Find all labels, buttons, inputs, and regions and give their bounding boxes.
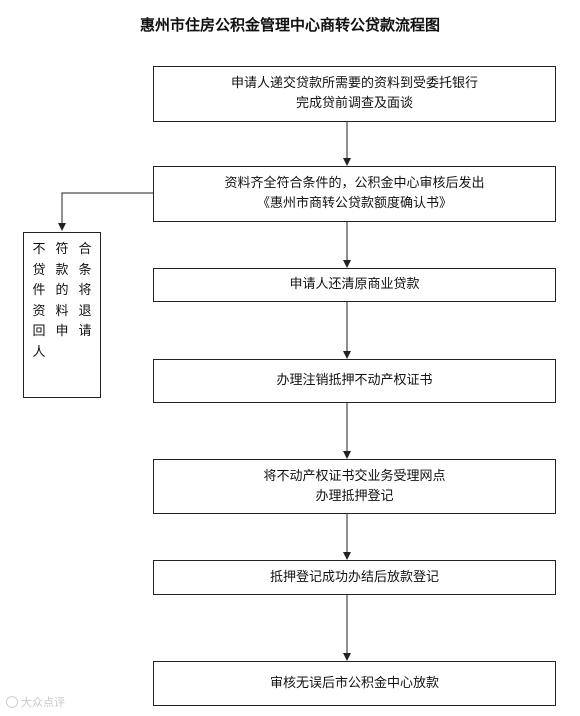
- flow-step-2: 资料齐全符合条件的，公积金中心审核后发出 《惠州市商转公贷款额度确认书》: [153, 166, 556, 222]
- side-note-column-3: 合条将退请: [78, 242, 92, 339]
- page-title: 惠州市住房公积金管理中心商转公贷款流程图: [139, 16, 440, 34]
- arrow-step2-side-note: [58, 192, 153, 231]
- flow-step-1-line-2: 完成贷前调查及面谈: [295, 96, 413, 111]
- flow-step-6: 抵押登记成功办结后放款登记: [153, 560, 556, 595]
- flow-step-3: 申请人还清原商业贷款: [153, 268, 556, 302]
- flow-step-7-line-1: 审核无误后市公积金中心放款: [269, 675, 439, 691]
- flow-step-1-line-1: 申请人递交贷款所需要的资料到受委托银行: [230, 76, 478, 91]
- watermark-logo-icon: [6, 696, 18, 708]
- flow-step-4-line-1: 办理注销抵押不动产权证书: [276, 373, 433, 388]
- flow-step-3-line-1: 申请人还清原商业贷款: [289, 277, 420, 292]
- flow-step-5: 将不动产权证书交业务受理网点 办理抵押登记: [153, 459, 556, 514]
- watermark-text: 大众点评: [21, 696, 65, 709]
- flow-step-5-line-2: 办理抵押登记: [315, 488, 394, 504]
- flow-step-4: 办理注销抵押不动产权证书: [153, 359, 556, 403]
- side-note-column-1: 不贷件资回人: [32, 242, 46, 360]
- side-note-column-2: 符款的料申: [55, 242, 69, 339]
- flow-step-6-line-1: 抵押登记成功办结后放款登记: [269, 569, 439, 585]
- watermark: 大众点评: [6, 694, 65, 710]
- flow-step-2-line-2: 《惠州市商转公贷款额度确认书》: [256, 196, 452, 211]
- flow-step-5-line-1: 将不动产权证书交业务受理网点: [263, 468, 446, 484]
- flow-step-1: 申请人递交贷款所需要的资料到受委托银行 完成贷前调查及面谈: [153, 66, 556, 122]
- flow-step-2-line-1: 资料齐全符合条件的，公积金中心审核后发出: [224, 176, 485, 191]
- flow-step-7: 审核无误后市公积金中心放款: [153, 661, 556, 706]
- side-note-box: 不贷件资回人 符款的料申 合条将退请: [23, 232, 101, 398]
